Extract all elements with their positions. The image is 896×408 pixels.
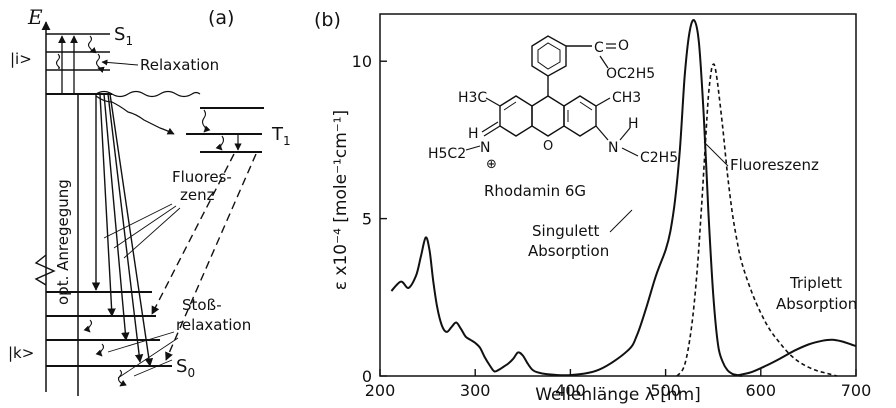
x-tick-label: 600	[746, 381, 777, 400]
energy-axis-label: E	[27, 5, 43, 29]
annot-triplett-line2: Absorption	[776, 295, 857, 313]
isc-wavy-arrow-1	[95, 90, 201, 98]
relaxation-pointer	[101, 59, 139, 66]
imine-n-left: N	[480, 140, 490, 156]
benzene-ring	[531, 35, 567, 77]
series-line-1	[676, 63, 838, 377]
ket-k-label: |k>	[8, 344, 34, 362]
rhodamine-6g-structure: C O OC2H5 O H3C CH3 H N ⊕	[428, 35, 678, 200]
annot-singulett-line2: Absorption	[528, 242, 609, 260]
amine-h-right: H	[628, 116, 639, 132]
s0-pointer	[133, 359, 173, 377]
x-axis-label: Wellenlänge λ [nm]	[535, 385, 701, 405]
state-s0-label: S0	[176, 356, 195, 380]
annot-singulett-line1: Singulett	[532, 222, 600, 240]
vib-relax-mark-1	[87, 35, 97, 54]
y-axis-label: ε x10⁻⁴ [mole⁻¹cm⁻¹]	[331, 110, 351, 290]
x-tick-label: 200	[365, 381, 396, 400]
panel-a-label: (a)	[208, 7, 234, 29]
y-tick-label: 5	[362, 210, 372, 229]
series-layer	[390, 18, 857, 377]
s0-relax-mark-1	[83, 319, 93, 333]
annot-fluoreszenz: Fluoreszenz	[730, 156, 819, 174]
state-t1-label: T1	[271, 124, 291, 148]
fluorescence-arrows	[91, 93, 154, 367]
s1-levels	[46, 33, 112, 95]
fluor-pointer-2	[113, 205, 177, 249]
panel-b-label: (b)	[314, 9, 341, 31]
amine-n-right: N	[608, 140, 618, 156]
t1-relax-mark-2	[215, 135, 225, 151]
ethyl-left: H5C2	[428, 146, 466, 162]
fluor-pointer-1	[103, 203, 173, 239]
s0-levels	[46, 291, 172, 367]
annot-singulett-pointer	[609, 209, 633, 233]
central-ring	[531, 95, 565, 137]
t1-levels	[186, 107, 264, 153]
ethyl-right: C2H5	[640, 150, 678, 166]
collision-pointer-1	[107, 331, 175, 353]
x-tick-label: 700	[841, 381, 872, 400]
phosphorescence-arrow-1	[151, 153, 235, 315]
axis-ticks: 200 300 400 500 600 700 0 5 10	[352, 52, 872, 400]
x-tick-label: 500	[650, 381, 681, 400]
ring-oxygen: O	[543, 139, 553, 154]
ket-i-label: |i>	[10, 50, 32, 68]
phosphorescence-arrow-2	[165, 153, 257, 361]
x-tick-label: 300	[460, 381, 491, 400]
collision-pointer-2	[117, 337, 179, 379]
y-tick-label: 0	[362, 367, 372, 386]
relaxation-label: Relaxation	[140, 56, 219, 74]
y-tick-label: 10	[352, 52, 372, 71]
s0-relax-mark-3	[117, 369, 127, 387]
positive-charge: ⊕	[486, 157, 497, 172]
t1-relax-mark-1	[201, 109, 211, 133]
collision-label-line2: relaxation	[176, 316, 251, 334]
fluor-pointer-3	[123, 207, 181, 259]
annot-fluoreszenz-pointer	[703, 141, 729, 167]
molecule-name: Rhodamin 6G	[484, 182, 586, 200]
state-s1-label: S1	[114, 24, 133, 48]
imine-h-left: H	[468, 126, 479, 142]
collision-label-line1: Stoß-	[182, 296, 222, 314]
energy-level-diagram: E (a) S1 |i> Relaxation opt. Anregegung	[8, 5, 291, 396]
vib-relax-mark-2	[95, 53, 105, 74]
x-tick-label: 400	[555, 381, 586, 400]
series-line-2	[736, 338, 857, 377]
ester-carbon: C	[594, 40, 604, 56]
ester-oxygen: O	[618, 38, 629, 54]
axis-break	[34, 254, 56, 286]
methyl-left: H3C	[458, 90, 487, 106]
excitation-label: opt. Anregegung	[54, 179, 72, 305]
fluorescence-label-line2: zenz	[180, 186, 215, 204]
spectrum-chart: (b) 200 300 400 500 600 700 0 5 10 Wellenlänge λ…	[314, 9, 871, 405]
fluorescence-label-line1: Fluores-	[172, 168, 232, 186]
methyl-right: CH3	[612, 90, 641, 106]
plot-frame	[379, 13, 857, 377]
annot-triplett-line1: Triplett	[789, 274, 842, 292]
s0-relax-mark-2	[95, 343, 105, 357]
series-line-0	[390, 18, 743, 377]
ester-ethoxy: OC2H5	[606, 66, 655, 82]
vib-relax-mark-3	[55, 53, 61, 69]
